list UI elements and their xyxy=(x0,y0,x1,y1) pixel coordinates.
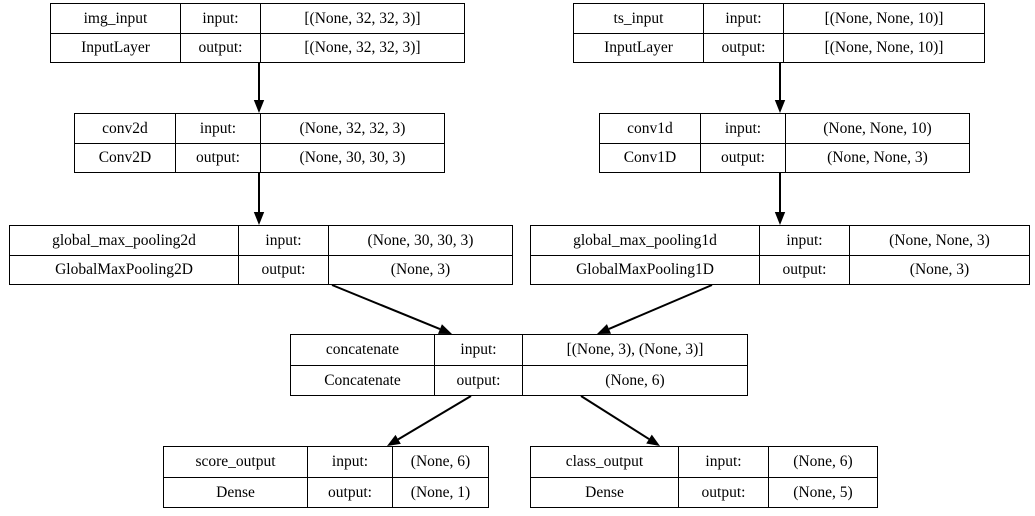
input-shape-score_output: (None, 6) xyxy=(410,453,471,470)
output-shape-concatenate: (None, 6) xyxy=(605,371,665,389)
output-shape-conv1d: (None, None, 3) xyxy=(827,149,928,166)
input-label-global_max_pooling1d: input: xyxy=(760,226,850,255)
layer-class-global_max_pooling1d: GlobalMaxPooling1D xyxy=(531,255,760,284)
edge-global_max_pooling1d-to-concatenate xyxy=(597,284,713,334)
input-label-concatenate: input: xyxy=(435,335,523,365)
layer-class-conv2d: Conv2D xyxy=(75,143,176,172)
output-label-ts_input: output: xyxy=(704,33,784,62)
input-label-global_max_pooling2d: input: xyxy=(239,226,329,255)
output-label-concatenate: output: xyxy=(435,365,523,395)
input-label-conv1d: input: xyxy=(701,114,786,143)
layer-name-conv2d: conv2d xyxy=(75,114,176,143)
input-shape-img_input: [(None, 32, 32, 3)] xyxy=(304,9,421,27)
output-shape-score_output: (None, 1) xyxy=(410,483,471,501)
layer-name-global_max_pooling1d: global_max_pooling1d xyxy=(531,226,760,255)
output-label-global_max_pooling2d: output: xyxy=(239,255,329,284)
input-label-score_output: input: xyxy=(308,447,393,477)
input-shape-concatenate: [(None, 3), (None, 3)] xyxy=(566,341,704,358)
layer-name-score_output: score_output xyxy=(164,447,308,477)
edge-ts_input-to-conv1d xyxy=(774,63,786,113)
input-label-class_output: input: xyxy=(679,447,769,477)
output-shape-img_input: [(None, 32, 32, 3)] xyxy=(304,39,421,56)
layer-name-concatenate: concatenate xyxy=(291,335,435,365)
input-label-ts_input: input: xyxy=(704,4,784,33)
layer-class-conv1d: Conv1D xyxy=(600,143,701,172)
output-shape-conv2d: (None, 30, 30, 3) xyxy=(299,149,406,166)
layer-name-conv1d: conv1d xyxy=(600,114,701,143)
edge-global_max_pooling2d-to-concatenate xyxy=(331,284,452,334)
layer-name-global_max_pooling2d: global_max_pooling2d xyxy=(10,226,239,255)
output-label-class_output: output: xyxy=(679,477,769,507)
input-shape-global_max_pooling1d: (None, None, 3) xyxy=(889,231,990,249)
layer-name-ts_input: ts_input xyxy=(574,4,704,33)
input-shape-global_max_pooling2d: (None, 30, 30, 3) xyxy=(367,231,474,249)
input-label-img_input: input: xyxy=(181,4,261,33)
output-label-global_max_pooling1d: output: xyxy=(760,255,850,284)
output-shape-global_max_pooling1d: (None, 3) xyxy=(909,261,970,278)
layer-class-concatenate: Concatenate xyxy=(291,365,435,395)
layer-class-class_output: Dense xyxy=(531,477,679,507)
output-label-img_input: output: xyxy=(181,33,261,62)
edge-concatenate-to-score_output xyxy=(387,395,472,446)
layer-name-class_output: class_output xyxy=(531,447,679,477)
edge-concatenate-to-class_output xyxy=(580,395,660,446)
input-shape-conv2d: (None, 32, 32, 3) xyxy=(299,119,406,137)
input-shape-class_output: (None, 6) xyxy=(793,453,853,470)
output-label-conv1d: output: xyxy=(701,143,786,172)
output-label-conv2d: output: xyxy=(176,143,261,172)
input-shape-ts_input: [(None, None, 10)] xyxy=(824,9,944,27)
layer-class-ts_input: InputLayer xyxy=(574,33,704,62)
output-shape-global_max_pooling2d: (None, 3) xyxy=(390,261,451,278)
output-shape-ts_input: [(None, None, 10)] xyxy=(824,39,944,56)
layer-class-img_input: InputLayer xyxy=(51,33,181,62)
edge-img_input-to-conv2d xyxy=(253,63,265,113)
edge-conv1d-to-global_max_pooling1d xyxy=(774,173,786,225)
input-shape-conv1d: (None, None, 10) xyxy=(823,119,932,137)
edge-conv2d-to-global_max_pooling2d xyxy=(253,173,265,225)
output-label-score_output: output: xyxy=(308,477,393,507)
input-label-conv2d: input: xyxy=(176,114,261,143)
output-shape-class_output: (None, 5) xyxy=(793,483,853,501)
layer-class-global_max_pooling2d: GlobalMaxPooling2D xyxy=(10,255,239,284)
layer-name-img_input: img_input xyxy=(51,4,181,33)
layer-class-score_output: Dense xyxy=(164,477,308,507)
